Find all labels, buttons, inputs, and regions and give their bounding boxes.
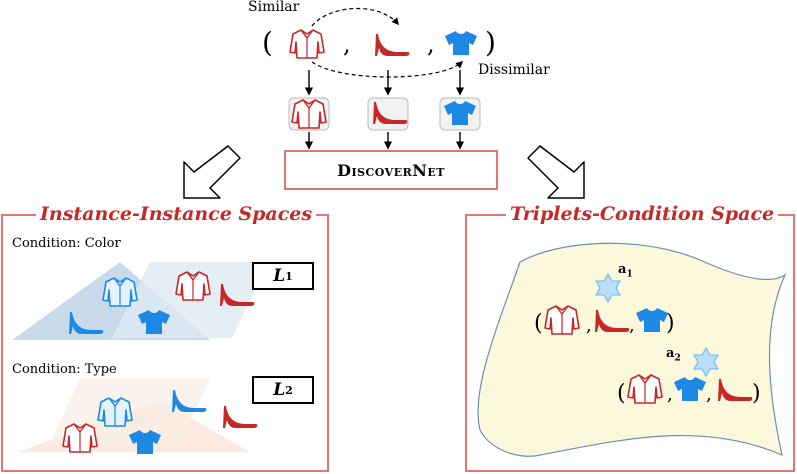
comma-1: , <box>343 30 351 58</box>
comma-2: , <box>427 30 435 58</box>
open-paren: ( <box>262 26 273 59</box>
right-hollow-arrow <box>527 145 585 199</box>
svg-text:,: , <box>586 315 592 336</box>
svg-text:,: , <box>667 384 673 405</box>
svg-text:(: ( <box>534 311 543 336</box>
condition-color-label: Condition: Color <box>12 236 121 251</box>
similar-label: Similar <box>248 0 300 15</box>
svg-text:,: , <box>629 315 635 336</box>
similar-arc <box>311 7 399 27</box>
svg-text:(: ( <box>617 381 626 406</box>
dissimilar-label: Dissimilar <box>478 62 550 78</box>
close-paren: ) <box>485 26 496 59</box>
a1-label: a1 <box>618 262 633 280</box>
loss-2-sub: 2 <box>285 383 293 397</box>
loss-1-sub: 1 <box>285 269 293 283</box>
a2-symbol: a <box>666 346 675 361</box>
top-tee-blue-icon <box>445 31 477 55</box>
condition-manifold <box>477 242 787 457</box>
a1-sub: 1 <box>626 269 633 280</box>
a1-symbol: a <box>618 262 627 277</box>
svg-text:): ) <box>666 311 675 336</box>
a2-label: a2 <box>666 346 681 364</box>
loss-2-symbol: L <box>273 380 286 400</box>
network-label: DiscoverNet <box>337 160 445 180</box>
left-hollow-arrow <box>183 145 241 199</box>
a2-sub: 2 <box>674 353 681 364</box>
svg-text:): ) <box>752 381 761 406</box>
left-panel-title: Instance-Instance Spaces <box>36 203 317 225</box>
loss-1-symbol: L <box>273 266 286 286</box>
dissimilar-arc <box>311 61 464 78</box>
svg-text:,: , <box>706 384 712 405</box>
top-shirt-red-icon <box>289 29 325 59</box>
top-heel-red-icon <box>375 34 410 56</box>
right-panel-title: Triplets-Condition Space <box>506 203 779 225</box>
condition-type-label: Condition: Type <box>12 362 117 377</box>
discovernet-box: DiscoverNet <box>284 150 498 190</box>
